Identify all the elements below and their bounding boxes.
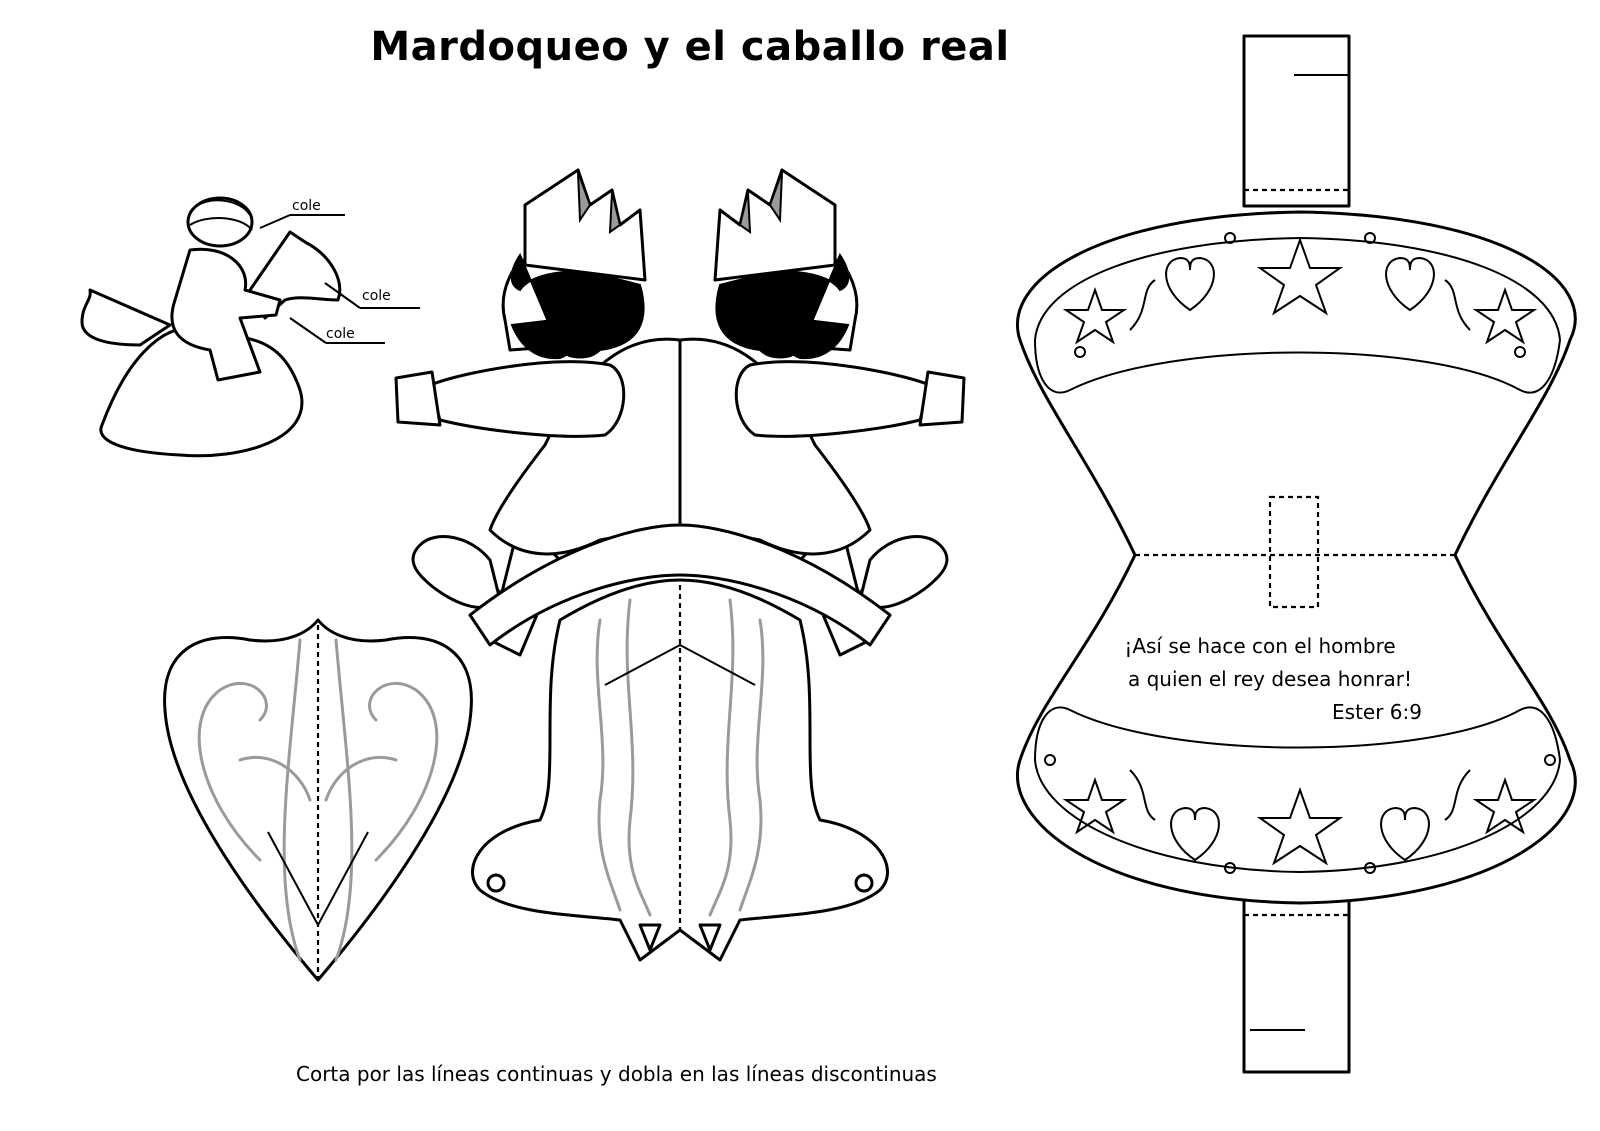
- horse-body-icon: [468, 523, 892, 962]
- instructions: Corta por las líneas continuas y dobla e…: [296, 1062, 937, 1086]
- glue-label-2: cole: [362, 288, 391, 304]
- verse-line-1: ¡Así se hace con el hombre: [1124, 634, 1396, 658]
- horse-head-icon: [163, 618, 473, 982]
- heart-star-decoration-icon: [1044, 232, 1556, 874]
- rider-figure-icon: [394, 168, 966, 657]
- verse-line-2: a quien el rey desea honrar!: [1127, 667, 1413, 691]
- saddle-blanket-icon: [1016, 34, 1577, 1074]
- verse-reference: Ester 6:9: [1332, 700, 1422, 724]
- glue-label-1: cole: [292, 198, 321, 214]
- verse-text: ¡Así se hace con el hombre a quien el re…: [1090, 630, 1470, 729]
- glue-label-3: cole: [326, 326, 355, 342]
- assembly-diagram-icon: [80, 196, 420, 458]
- page-title: Mardoqueo y el caballo real: [370, 24, 1010, 70]
